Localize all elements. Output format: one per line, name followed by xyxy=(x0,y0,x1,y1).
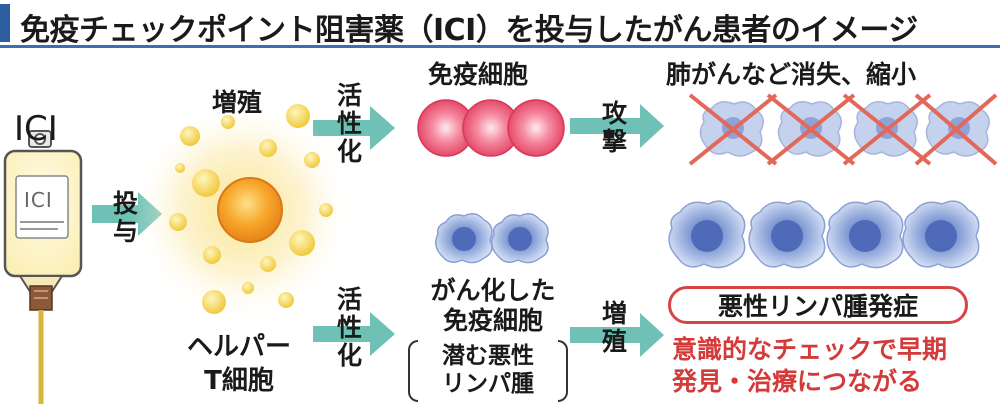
crossed-cell-icon xyxy=(842,93,932,166)
paren-right xyxy=(558,340,568,402)
iv-bag-icon xyxy=(3,130,83,404)
latent-line-1: 潜む悪性 xyxy=(442,343,534,369)
helper-t-cell-icon xyxy=(217,177,283,243)
early-detection-note: 意識的なチェックで早期 発見・治療につながる xyxy=(672,335,948,396)
latent-lymphoma-note: 潜む悪性 リンパ腫 xyxy=(408,340,568,402)
crossed-cell-icon xyxy=(914,93,998,166)
latent-line-2: リンパ腫 xyxy=(442,371,534,397)
helper-t-cell-label: ヘルパー T細胞 xyxy=(186,332,291,396)
proliferation-label: 増殖 xyxy=(212,88,263,117)
title-bar: 免疫チェックポイント阻害薬（ICI）を投与したがん患者のイメージ xyxy=(0,0,1000,48)
lymphoma-onset-badge: 悪性リンパ腫発症 xyxy=(668,286,968,324)
immune-cells xyxy=(417,99,565,157)
cancer-shrink-label: 肺がんなど消失、縮小 xyxy=(666,60,917,89)
lymphoma-cells xyxy=(668,200,980,269)
crossed-cell-icon xyxy=(766,93,856,166)
step-proliferate: 増殖 xyxy=(602,299,628,356)
arrow-attack xyxy=(570,104,664,148)
destroyed-cancer-cells xyxy=(688,93,998,166)
arrow-proliferate xyxy=(570,313,664,357)
immune-cells-label: 免疫細胞 xyxy=(428,60,529,89)
cancerous-immune-label: がん化した 免疫細胞 xyxy=(430,276,556,335)
step-activate-bottom: 活性化 xyxy=(337,285,363,370)
step-activate-top: 活性化 xyxy=(337,81,363,166)
arrow-activate-bottom xyxy=(313,312,395,356)
helper-t-cell-cluster xyxy=(130,99,354,323)
title-accent xyxy=(0,4,10,42)
cancerous-immune-cells xyxy=(435,213,549,264)
drug-label: ICI xyxy=(14,109,58,149)
bag-label: ICI xyxy=(24,188,53,212)
arrow-activate-top xyxy=(313,106,395,150)
crossed-cell-icon xyxy=(688,93,778,166)
page-title: 免疫チェックポイント阻害薬（ICI）を投与したがん患者のイメージ xyxy=(20,13,918,48)
paren-left xyxy=(408,340,418,402)
step-attack: 攻撃 xyxy=(602,99,628,156)
step-administer: 投与 xyxy=(113,189,139,246)
